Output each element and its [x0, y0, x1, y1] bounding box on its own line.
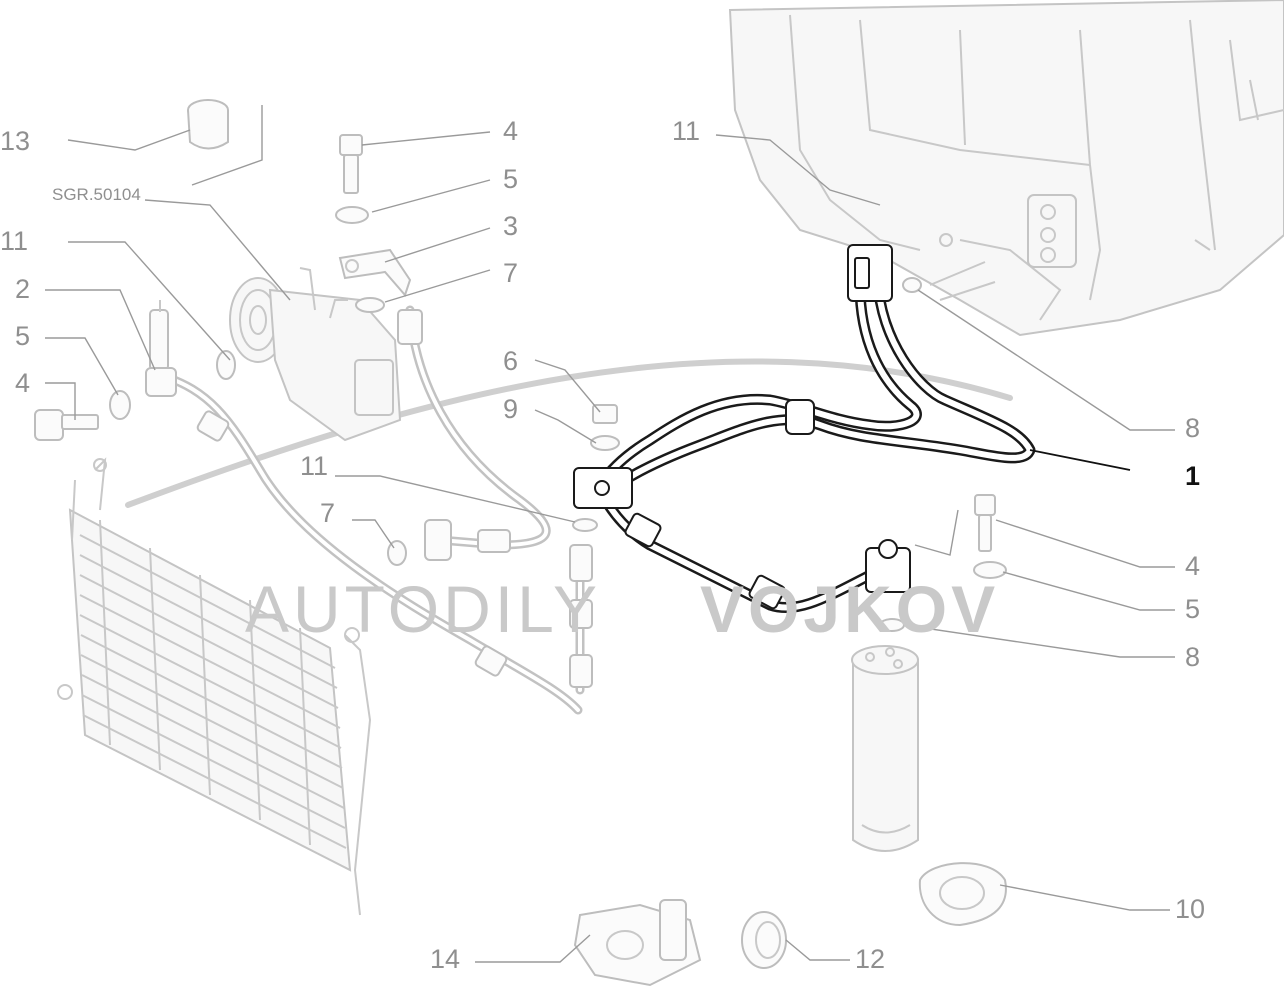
bolt-4-left — [34, 409, 99, 441]
drier-adapter-pipe — [569, 544, 593, 695]
compressor-fitting-2 — [145, 300, 177, 397]
callout-10: 10 — [1175, 894, 1205, 924]
compressor-discharge-hose — [397, 305, 551, 553]
callout-12: 12 — [855, 944, 885, 974]
washer-9 — [590, 435, 620, 451]
clamp-10 — [918, 862, 1007, 927]
callout-1: 1 — [1185, 461, 1200, 491]
main-pipe-assembly — [573, 244, 1131, 614]
fitting-7-lower — [424, 519, 452, 561]
compressor — [229, 267, 402, 442]
callout-5-left: 5 — [15, 321, 30, 351]
condenser — [57, 457, 372, 916]
callout-8-lower: 8 — [1185, 642, 1200, 672]
watermark-bold-text: VOJKOV — [700, 572, 999, 646]
o-ring-11-mid — [572, 518, 598, 532]
washer-5-right — [973, 561, 1007, 579]
callout-5-right: 5 — [1185, 594, 1200, 624]
nut-6 — [592, 404, 618, 424]
callout-2: 2 — [15, 274, 30, 304]
callout-8-top: 8 — [1185, 413, 1200, 443]
callout-3: 3 — [503, 211, 518, 241]
bolt-4-right — [974, 494, 996, 552]
bracket-14 — [573, 899, 702, 987]
reference-code-label: SGR.50104 — [52, 185, 141, 204]
o-ring-11-left — [216, 350, 236, 380]
callout-4-top: 4 — [503, 116, 518, 146]
callout-14: 14 — [430, 944, 460, 974]
callout-9: 9 — [503, 394, 518, 424]
callout-7-top: 7 — [503, 258, 518, 288]
receiver-drier — [851, 645, 919, 852]
washer-5-compressor — [335, 206, 369, 224]
watermark-light-text: AUTODILY — [245, 572, 601, 646]
compressor-suction-hose — [155, 370, 583, 715]
compressor-seal-13 — [187, 99, 229, 150]
callout-6: 6 — [503, 346, 518, 376]
callout-11-top: 11 — [672, 116, 700, 146]
o-ring-8-top — [902, 277, 922, 293]
callout-5-top: 5 — [503, 164, 518, 194]
callout-11-left: 11 — [0, 226, 28, 256]
callout-7-lower: 7 — [320, 498, 335, 528]
o-ring-7-top — [355, 297, 385, 313]
o-ring-7-lower — [387, 540, 407, 566]
callout-4-right: 4 — [1185, 551, 1200, 581]
seal-12 — [741, 911, 787, 969]
callout-4-left: 4 — [15, 368, 30, 398]
plate-3 — [338, 248, 412, 297]
callout-13: 13 — [0, 126, 30, 156]
bolt-4-compressor — [339, 134, 363, 194]
leader-lines — [45, 105, 1175, 963]
washer-5-left — [109, 390, 131, 420]
heater-housing — [728, 0, 1284, 337]
callout-11-mid: 11 — [300, 451, 328, 481]
